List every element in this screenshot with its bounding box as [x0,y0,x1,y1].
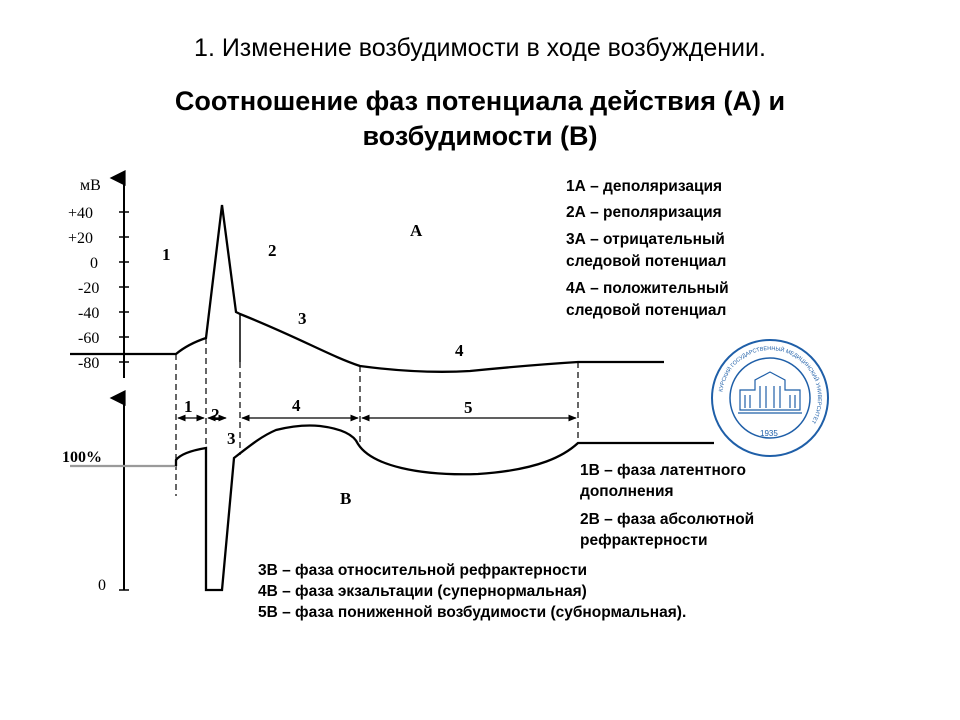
graph-b-phase-number: 2 [211,405,220,424]
graph-b-tick-label: 0 [98,577,106,594]
diagram-heading-line1: Соотношение фаз потенциала действия (А) … [174,86,786,116]
graph-a-phase-number: 2 [268,241,277,260]
building-icon [738,371,802,414]
university-seal-year: 1935 [760,429,778,438]
legend-a: 1А – деполяризация 2А – реполяризация 3А… [566,178,729,319]
graph-a-ticks [119,211,129,363]
university-seal: КУРСКИЙ ГОСУДАРСТВЕННЫЙ МЕДИЦИНСКИЙ УНИВ… [711,339,829,457]
graph-a-curve-label: А [410,221,423,240]
legend-a-item: 2А – реполяризация [566,204,722,221]
legend-b-item: 5В – фаза пониженной возбудимости (субно… [258,604,686,621]
graph-b-tick-label: 100% [62,449,102,466]
graph-b-phase-number: 1 [184,397,193,416]
graph-b-curve-label: В [340,489,351,508]
graph-a-phase-number: 1 [162,245,171,264]
graph-a-tick-label: -20 [78,280,99,297]
graph-b-phase-number: 3 [227,429,236,448]
graph-a-phase-number: 3 [298,309,307,328]
legend-b-item: дополнения [580,483,674,500]
graph-a-tick-label: +20 [68,230,93,247]
graph-a-tick-label: +40 [68,205,93,222]
slide-title: 1. Изменение возбудимости в ходе возбужд… [194,34,766,62]
legend-a-item: следовой потенциал [566,302,726,319]
action-potential-curve [70,204,664,373]
legend-b-right: 1В – фаза латентного дополнения 2В – фаз… [580,462,754,549]
graph-b-phase-number: 5 [464,398,473,417]
legend-b-item: рефрактерности [580,532,708,549]
graph-b-phase-number: 4 [292,396,301,415]
graph-a-tick-label: 0 [90,255,98,272]
legend-a-item: следовой потенциал [566,253,726,270]
legend-b-item: 2В – фаза абсолютной [580,511,754,528]
graph-a-tick-label: -40 [78,305,99,322]
legend-b-item: 3В – фаза относительной рефрактерности [258,562,587,579]
graph-a-unit-label: мВ [80,177,101,194]
graph-a-tick-label: -80 [78,355,99,372]
graph-a-tick-label: -60 [78,330,99,347]
legend-a-item: 1А – деполяризация [566,178,722,195]
legend-b-item: 4В – фаза экзальтации (супернормальная) [258,583,587,600]
excitability-curve [174,424,714,592]
legend-b-item: 1В – фаза латентного [580,462,746,479]
graph-a: мВ +40 +20 0 -20 -40 -60 -80 1 2 3 4 А [68,170,664,378]
diagram-heading: Соотношение фаз потенциала действия (А) … [90,84,870,154]
legend-a-item: 3А – отрицательный [566,231,725,248]
legend-a-item: 4А – положительный [566,280,729,297]
phase-separators [175,338,579,496]
diagram-heading-line2: возбудимости (В) [362,121,598,151]
graph-a-phase-number: 4 [455,341,464,360]
legend-b-bottom: 3В – фаза относительной рефрактерности 4… [258,562,686,621]
graph-b: 100% 0 1 2 3 4 5 В [62,390,714,594]
